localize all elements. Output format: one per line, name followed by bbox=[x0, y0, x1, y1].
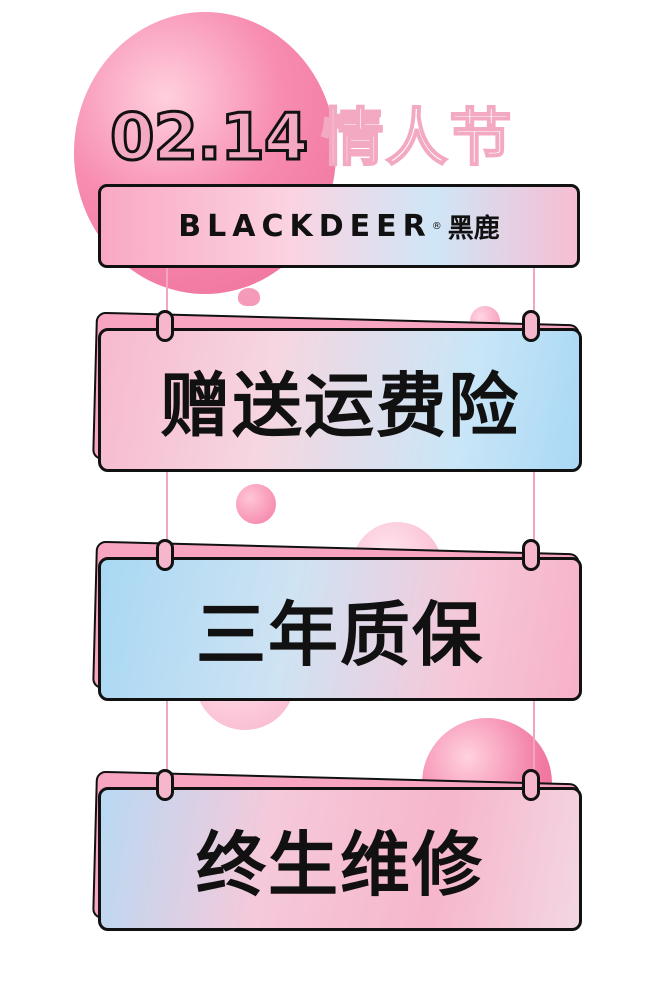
hanging-string bbox=[533, 268, 535, 788]
hanging-ring bbox=[156, 539, 174, 571]
sign-label: 三年质保 bbox=[196, 593, 484, 676]
balloon-small bbox=[236, 484, 276, 524]
brand-name-cn: 黑鹿 bbox=[447, 213, 500, 244]
title-date: 02.14 bbox=[108, 100, 309, 177]
sign-board-warranty: 三年质保 bbox=[92, 539, 582, 702]
hanging-ring bbox=[156, 310, 174, 342]
sign-board-shipping-insurance: 赠送运费险 bbox=[92, 310, 582, 473]
sign-label: 赠送运费险 bbox=[160, 364, 520, 447]
hanging-string bbox=[166, 268, 168, 788]
hanging-ring bbox=[522, 769, 540, 801]
brand-name-en: BLACKDEER bbox=[178, 208, 432, 244]
sign-board-front: 赠送运费险 bbox=[98, 328, 582, 472]
sign-board-front: 终生维修 bbox=[98, 787, 582, 931]
title-festival: 情人节 bbox=[320, 100, 514, 175]
sign-board-front: 三年质保 bbox=[98, 557, 582, 701]
hanging-ring bbox=[522, 310, 540, 342]
balloon-knot bbox=[238, 288, 260, 306]
registered-mark: ® bbox=[431, 220, 442, 232]
sign-board-lifetime-repair: 终生维修 bbox=[92, 769, 582, 932]
brand-banner: BLACKDEER® 黑鹿 bbox=[98, 184, 580, 268]
sign-label: 终生维修 bbox=[196, 823, 484, 906]
hanging-ring bbox=[156, 769, 174, 801]
hanging-ring bbox=[522, 539, 540, 571]
